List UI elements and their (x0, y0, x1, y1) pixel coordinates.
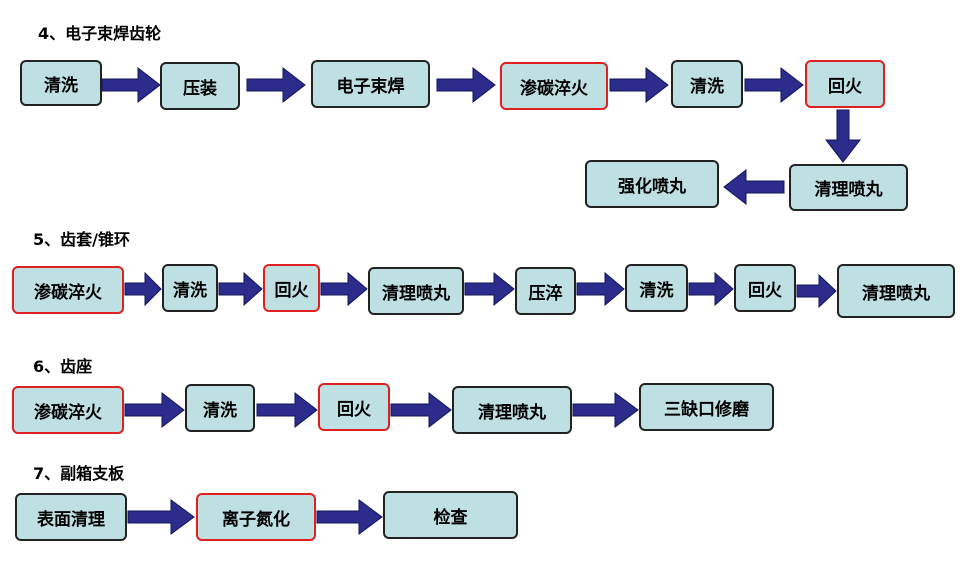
flow-arrow-right (256, 391, 318, 429)
section-title-5: 5、齿套/锥环 (33, 230, 130, 249)
step-box: 清理喷丸 (368, 267, 464, 315)
step-box: 检查 (383, 491, 518, 539)
step-box: 清洗 (185, 384, 255, 432)
step-box: 清理喷丸 (452, 386, 572, 434)
step-box: 电子束焊 (311, 60, 430, 108)
step-box: 回火 (805, 60, 885, 108)
step-box: 清洗 (671, 60, 743, 108)
step-box: 清洗 (162, 264, 218, 312)
flow-arrow-right (744, 66, 804, 104)
step-box: 清洗 (20, 60, 102, 106)
flow-arrow-right (124, 391, 185, 429)
flow-arrow-left (723, 168, 785, 206)
flow-arrow-down (824, 109, 862, 163)
flow-arrow-right (101, 66, 161, 104)
flow-arrow-right (576, 271, 625, 307)
step-box: 压装 (160, 62, 240, 110)
flow-arrow-right (127, 499, 195, 535)
step-box: 清洗 (625, 264, 688, 312)
step-box: 压淬 (515, 267, 576, 315)
flow-arrow-right (436, 66, 496, 104)
step-box: 清理喷丸 (837, 264, 955, 318)
section-title-6: 6、齿座 (33, 357, 93, 376)
step-box: 表面清理 (15, 493, 127, 541)
step-box: 渗碳淬火 (12, 386, 124, 434)
flow-arrow-right (390, 391, 452, 429)
section-title-4: 4、电子束焊齿轮 (38, 24, 162, 43)
flow-arrow-right (796, 273, 837, 309)
flow-arrow-right (688, 271, 734, 307)
flow-arrow-right (316, 499, 383, 535)
step-box: 回火 (734, 264, 796, 312)
section-title-7: 7、副箱支板 (33, 464, 125, 483)
flow-arrow-right (246, 66, 306, 104)
step-box: 回火 (263, 264, 320, 312)
flow-arrow-right (609, 66, 669, 104)
step-box: 渗碳淬火 (12, 266, 124, 314)
flow-arrow-right (218, 271, 263, 307)
flow-arrow-right (464, 271, 515, 307)
flow-arrow-right (320, 271, 368, 307)
flow-arrow-right (124, 271, 162, 307)
step-box: 三缺口修磨 (639, 383, 774, 431)
flow-arrow-right (572, 392, 639, 428)
step-box: 清理喷丸 (789, 164, 908, 211)
step-box: 强化喷丸 (585, 160, 719, 208)
step-box: 离子氮化 (196, 493, 316, 541)
step-box: 回火 (318, 383, 390, 431)
step-box: 渗碳淬火 (500, 62, 608, 110)
